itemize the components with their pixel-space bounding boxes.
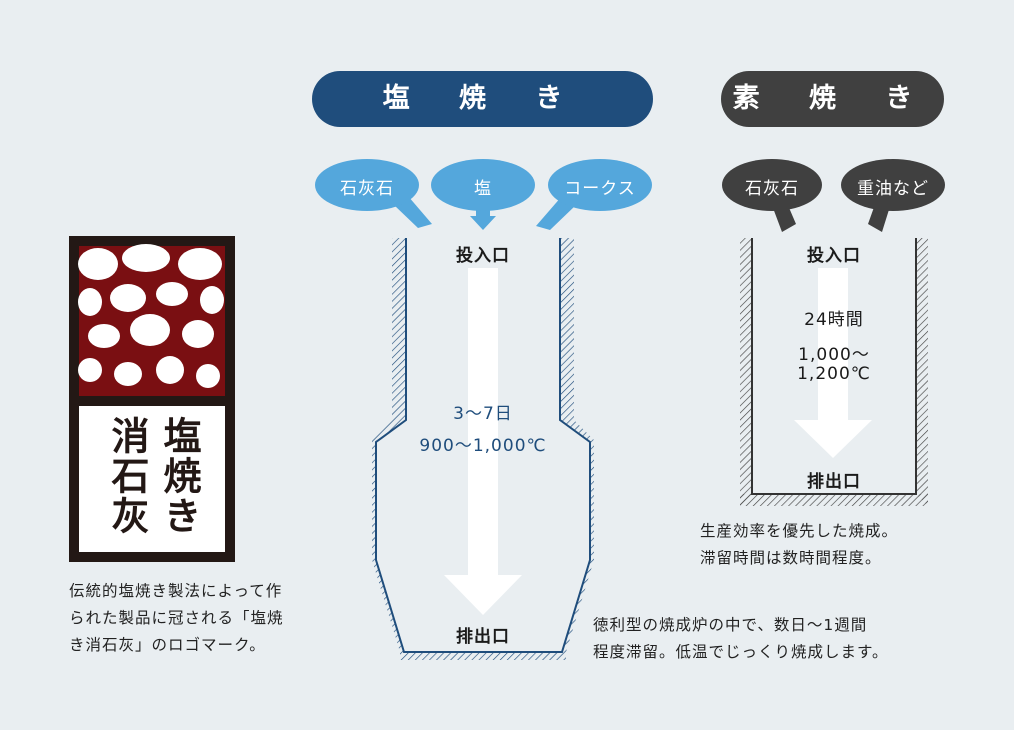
shiokiyaki-input-coke: コークス — [564, 179, 636, 199]
sukiyaki-flow-arrow — [794, 268, 872, 458]
bubble-limestone — [722, 159, 822, 211]
shiokiyaki-title: 塩 焼 き — [382, 83, 583, 114]
sukiyaki-outlet-label: 排出口 — [807, 472, 861, 492]
logo-text-right: 塩焼き — [157, 416, 201, 536]
sukiyaki-temperature-line1: 1,000〜 — [798, 345, 870, 365]
shiokiyaki-input-salt: 塩 — [474, 179, 492, 199]
shiokiyaki-outlet-label: 排出口 — [456, 627, 510, 647]
shiokiyaki-duration: 3〜7日 — [453, 404, 513, 424]
logo-caption: 伝統的塩焼き製法によって作 られた製品に冠される「塩焼 き消石灰」のロゴマーク。 — [69, 578, 284, 659]
shiokiyaki-inlet-label: 投入口 — [456, 246, 510, 266]
shiokiyaki-description-line: 程度滞留。低温でじっくり焼成します。 — [593, 643, 889, 661]
sukiyaki-description-line: 生産効率を優先した焼成。 — [700, 522, 899, 540]
shiokiyaki-flow-arrow — [444, 268, 522, 615]
logo-text-left: 消石灰 — [105, 416, 149, 536]
sukiyaki-description-line: 滞留時間は数時間程度。 — [700, 549, 882, 567]
shiokiyaki-logo — [69, 236, 235, 562]
logo-caption-line: られた製品に冠される「塩焼 — [69, 609, 284, 627]
sukiyaki-title-pill: 素 焼 き — [721, 71, 944, 127]
shiokiyaki-kiln — [372, 238, 594, 660]
bubble-pointer — [394, 196, 432, 228]
bubble-heavy-oil — [841, 159, 945, 211]
shiokiyaki-input-limestone: 石灰石 — [340, 179, 394, 199]
bubble-coke — [548, 159, 652, 211]
sukiyaki-temperature-line2: 1,200℃ — [797, 364, 871, 384]
stone-pattern — [78, 244, 224, 388]
shiokiyaki-temperature: 900〜1,000℃ — [419, 436, 547, 456]
sukiyaki-inlet-label: 投入口 — [807, 246, 861, 266]
logo-caption-line: き消石灰」のロゴマーク。 — [69, 636, 266, 654]
shiokiyaki-title-pill: 塩 焼 き — [312, 71, 653, 127]
bubble-salt — [431, 159, 535, 211]
logo-caption-line: 伝統的塩焼き製法によって作 — [69, 582, 283, 600]
sukiyaki-input-limestone: 石灰石 — [745, 179, 799, 199]
sukiyaki-description: 生産効率を優先した焼成。 滞留時間は数時間程度。 — [700, 518, 898, 572]
sukiyaki-duration: 24時間 — [804, 310, 864, 330]
sukiyaki-input-bubbles — [722, 159, 945, 232]
sukiyaki-input-heavy-oil: 重油など — [857, 179, 929, 199]
shiokiyaki-input-bubbles — [315, 159, 652, 230]
shiokiyaki-description: 徳利型の焼成炉の中で、数日〜1週間 程度滞留。低温でじっくり焼成します。 — [593, 612, 888, 666]
shiokiyaki-description-line: 徳利型の焼成炉の中で、数日〜1週間 — [593, 616, 868, 634]
bubble-limestone — [315, 159, 419, 211]
sukiyaki-kiln — [740, 238, 928, 506]
sukiyaki-title: 素 焼 き — [732, 83, 933, 114]
